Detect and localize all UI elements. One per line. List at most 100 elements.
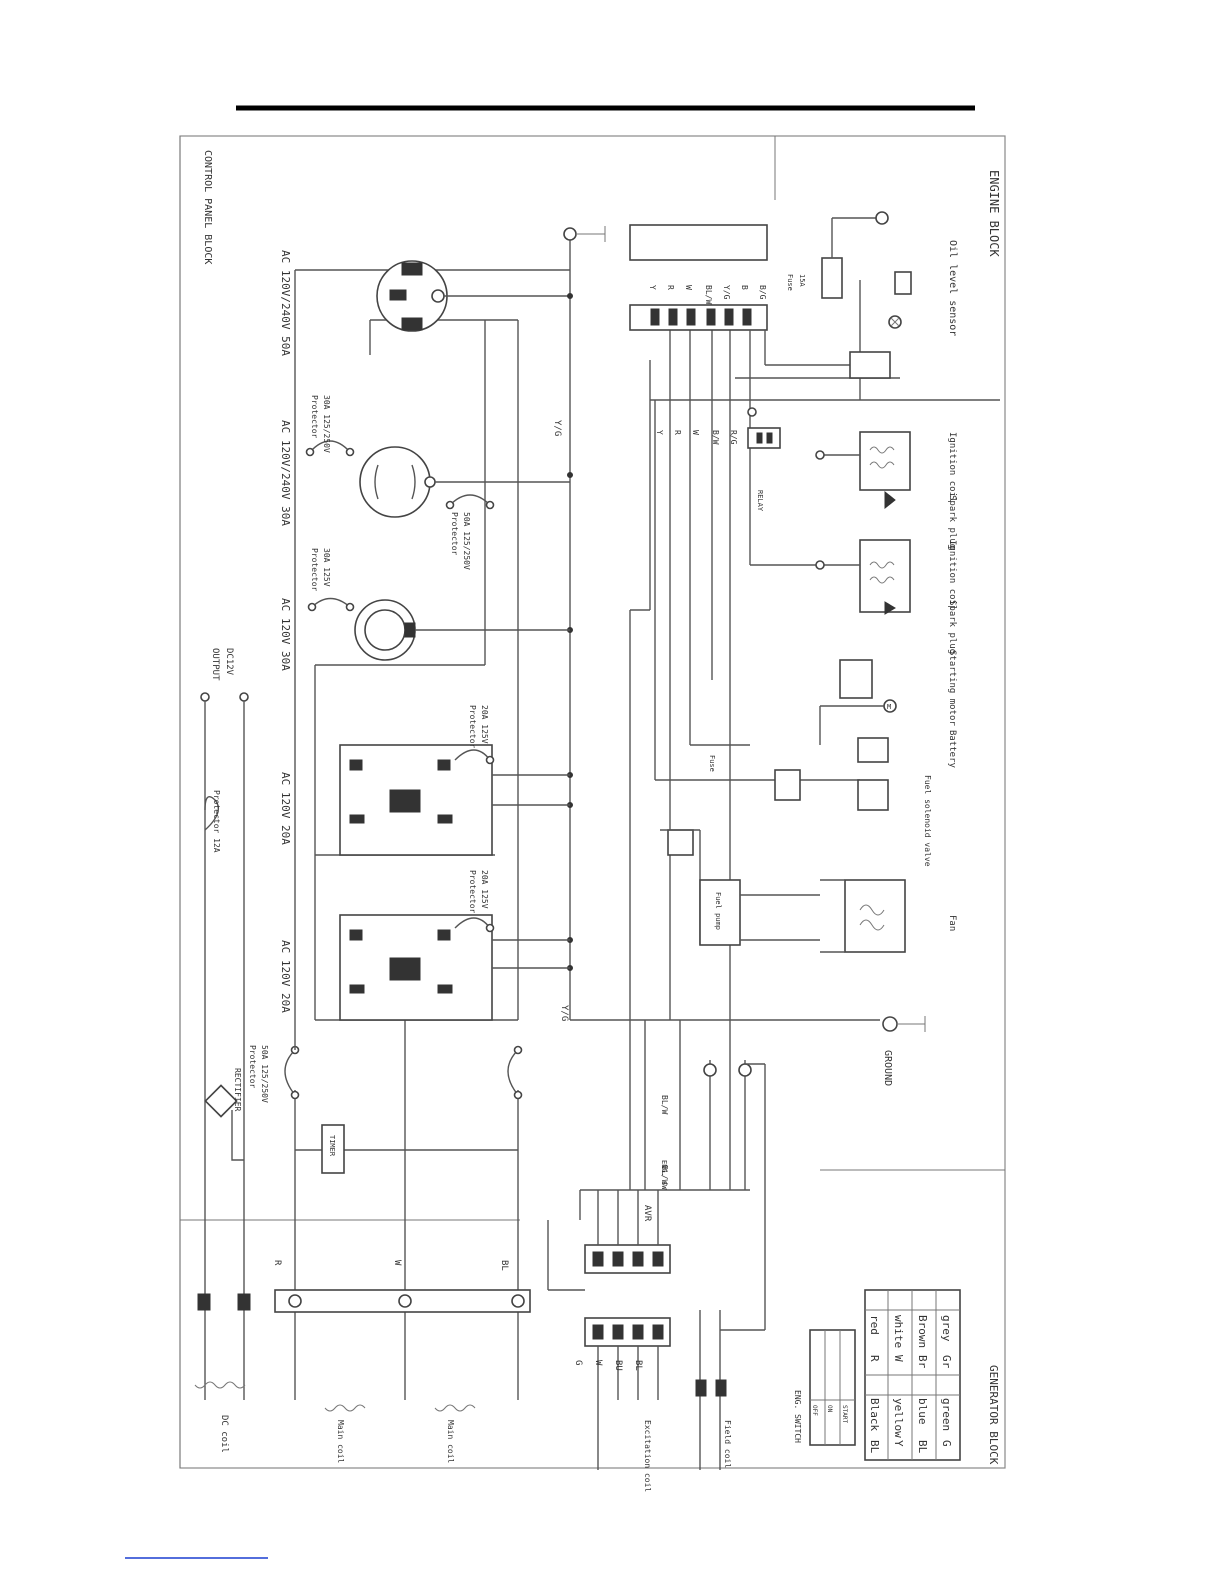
fuel-pump-label: Fuel pump	[714, 892, 722, 930]
pin-g: G	[573, 1360, 583, 1365]
battery-label: Battery	[947, 730, 957, 769]
oil-sensor-terminal	[875, 211, 889, 225]
hour-meter-label: TIMER	[328, 1135, 336, 1157]
wire-blw-label: BL/W	[660, 1095, 669, 1114]
dc-terminal-neg	[239, 692, 249, 702]
legend-name-0: Black	[868, 1398, 881, 1431]
protector-20a-1-label: Protector	[468, 705, 477, 749]
legend-name-1: red	[868, 1315, 881, 1335]
protector-30a-rating: 30A 125V	[322, 548, 331, 587]
wire-yg-label: Y/G	[552, 420, 562, 436]
wire-r-main-label: R	[272, 1260, 282, 1266]
dc-coil-label: DC coil	[219, 1415, 229, 1453]
outlet-30a-twist-label: AC 120V/240V 30A	[279, 420, 292, 526]
legend-name-3: white	[892, 1315, 905, 1348]
dc-coil-symbol	[194, 1381, 246, 1389]
legend-code-3: W	[892, 1355, 905, 1362]
dc-protector-symbol	[204, 796, 219, 831]
main-protector-label: Protector	[248, 1045, 257, 1089]
fan-motor	[844, 879, 906, 953]
wire-r-label: R	[673, 430, 682, 435]
terminal-label-bg: B/G	[758, 285, 767, 300]
protector-30a-twist-label: Protector	[310, 395, 319, 439]
relay-label: RELAY	[756, 490, 764, 512]
svg-text:M: M	[887, 703, 891, 711]
wire-rg-label: R/G	[729, 430, 738, 445]
legend-code-7: Gr	[940, 1355, 953, 1369]
eng-switch-on: ON	[826, 1405, 833, 1413]
eng-switch-connector	[667, 829, 694, 856]
relay	[747, 427, 781, 449]
excitation-coil-label: Excitation coil	[643, 1420, 652, 1492]
terminal-label-w: W	[684, 285, 693, 290]
fuel-solenoid-label: Fuel solenoid valve	[923, 775, 932, 867]
wire-blue-w-label: BL/W	[660, 1165, 669, 1184]
outlet-20a-2-label: AC 120V 20A	[279, 940, 292, 1013]
terminal-label-r: R	[666, 285, 675, 290]
spark-plug-1-label: Spark plug	[947, 495, 957, 549]
rectifier-symbol	[204, 1084, 238, 1118]
outlet-50a-label: AC 120V/240V 50A	[279, 250, 292, 356]
main-protector-rating: 50A 125/250V	[260, 1045, 269, 1103]
legend-code-5: Br	[916, 1355, 929, 1369]
ground-label: GROUND	[882, 1050, 893, 1086]
fuse-label: Fuse	[786, 274, 794, 291]
fuel-solenoid-valve	[857, 779, 889, 811]
pin-bu: BU	[613, 1360, 623, 1371]
protector-20a-2-rating: 20A 125V	[480, 870, 489, 909]
terminal-label-blw: BL/W	[704, 285, 713, 304]
pin-bl: BL	[633, 1360, 643, 1371]
wire-w-main-label: W	[392, 1260, 402, 1266]
wire-bl-main-label: BL	[499, 1260, 509, 1271]
outlet-20a-1-label: AC 120V 20A	[279, 772, 292, 845]
main-coil-2-label: Main coil	[446, 1420, 455, 1464]
terminal-label-yg: Y/G	[722, 285, 731, 300]
ground-terminal-top	[563, 227, 577, 241]
oil-sensor-module	[849, 351, 891, 379]
field-terminal-2	[738, 1063, 752, 1077]
legend-code-4: BL	[916, 1440, 929, 1454]
protector-20a-1-rating: 20A 125V	[480, 705, 489, 744]
protector-30a-twist-symbol	[309, 440, 351, 453]
dc-terminal-pos	[200, 692, 210, 702]
oil-sensor-label: Oil level sensor	[947, 240, 958, 336]
legend-code-2: Y	[892, 1440, 905, 1447]
legend-name-2: yellow	[892, 1398, 905, 1438]
starter-relay	[839, 659, 873, 699]
outlet-30a-label: AC 120V 30A	[279, 598, 292, 671]
fuel-pump	[699, 879, 741, 946]
battery-symbol	[857, 737, 889, 763]
dc-protector-label: Protector 12A	[212, 790, 221, 853]
wire-w-label: W	[691, 430, 700, 435]
protector-50a-rating: 50A 125/250V	[462, 512, 471, 570]
fuse-rating: 15A	[798, 274, 806, 287]
fuse-holder-label: Fuse	[708, 755, 716, 772]
rectifier-label: RECTIFIER	[233, 1068, 242, 1112]
starting-motor-label: Starting motor	[947, 650, 957, 726]
legend-code-6: G	[940, 1440, 953, 1447]
avr-label: AVR	[642, 1205, 652, 1222]
ignition-coil-2-label: Ignition coil	[947, 540, 957, 610]
engine-block-label: ENGINE BLOCK	[987, 170, 1001, 257]
terminal-label-y: Y	[648, 285, 657, 290]
wire-yg-label-2: Y/G	[559, 1005, 569, 1021]
generator-block-label: GENERATOR BLOCK	[987, 1365, 1000, 1465]
main-coil-2-symbol	[434, 1404, 476, 1412]
legend-name-6: green	[940, 1398, 953, 1431]
protector-30a-twist-rating: 30A 125/250V	[322, 395, 331, 453]
pin-w: W	[593, 1360, 603, 1366]
ignition-coil-1	[859, 431, 911, 491]
field-terminal-1	[703, 1063, 717, 1077]
legend-code-1: R	[868, 1355, 881, 1362]
legend-name-7: grey	[940, 1315, 953, 1342]
fuse-holder	[774, 769, 801, 801]
main-coil-1-symbol	[324, 1404, 366, 1412]
field-coil-label: Field coil	[723, 1420, 732, 1468]
main-protector-symbol	[284, 1049, 296, 1096]
control-panel-block-label: CONTROL PANEL BLOCK	[202, 150, 213, 264]
legend-name-4: blue	[916, 1398, 929, 1425]
hour-meter	[321, 1124, 345, 1174]
protector-50a-label: Protector	[450, 512, 459, 556]
fan-label: Fan	[947, 915, 957, 931]
